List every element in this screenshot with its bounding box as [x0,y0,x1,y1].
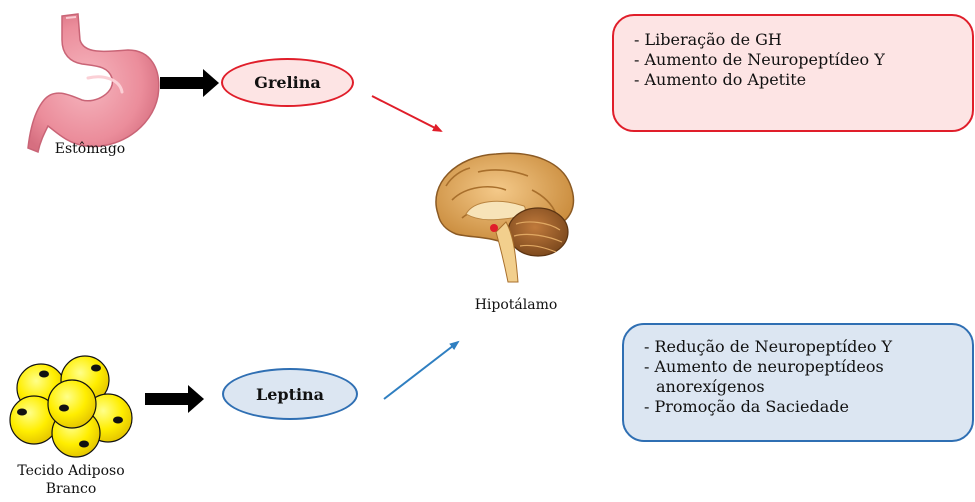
ghrelin-effect-item: - Aumento de Neuropeptídeo Y [634,50,958,70]
leptin-ellipse: Leptina [222,368,358,420]
ghrelin-ellipse: Grelina [221,58,354,107]
leptin-effects-box: - Redução de Neuropeptídeo Y - Aumento d… [622,323,974,442]
ghrelin-effect-item: - Liberação de GH [634,30,958,50]
leptin-effect-item-continuation: anorexígenos [644,377,958,397]
adipose-label-line2: Branco [2,480,140,498]
arrow-leptin-to-hypothalamus [384,342,458,399]
ghrelin-effects-box: - Liberação de GH - Aumento de Neuropept… [612,14,974,132]
adipose-label-line1: Tecido Adiposo [2,462,140,480]
leptin-effect-item: - Promoção da Saciedade [644,397,958,417]
ghrelin-label: Grelina [254,73,320,92]
hypothalamus-label: Hipotálamo [456,296,576,314]
leptin-effect-item: - Aumento de neuropeptídeos [644,357,958,377]
arrow-stomach-to-ghrelin [160,69,219,97]
arrow-adipose-to-leptin [145,385,204,413]
leptin-label: Leptina [256,385,324,404]
ghrelin-effect-item: - Aumento do Apetite [634,70,958,90]
stomach-label: Estômago [30,140,150,158]
arrow-ghrelin-to-hypothalamus [372,96,441,131]
adipose-label: Tecido Adiposo Branco [2,462,140,498]
leptin-effect-item: - Redução de Neuropeptídeo Y [644,337,958,357]
